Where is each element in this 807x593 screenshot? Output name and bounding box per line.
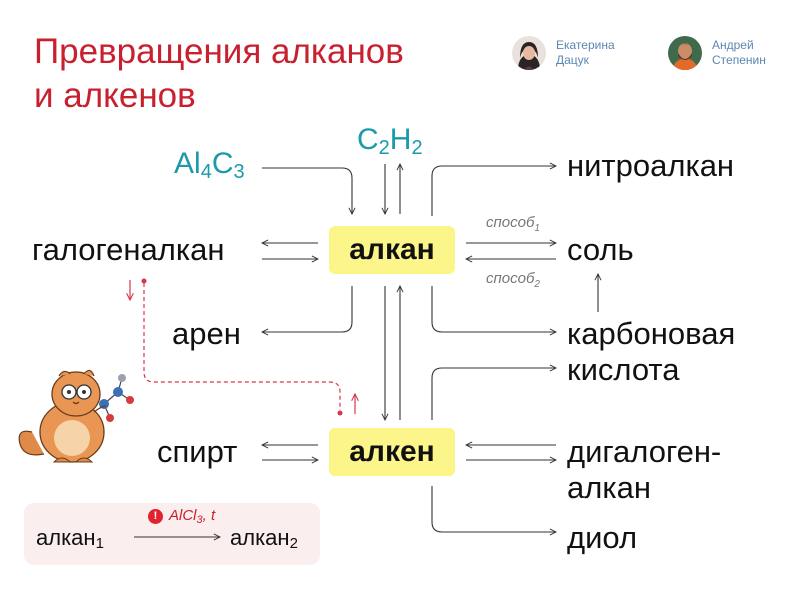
node-spirt: спирт [157,434,238,469]
page-title: Превращения алканов и алкенов [34,30,404,118]
arrow-alkan-to-nitro [431,166,556,216]
node-nitroalkan: нитроалкан [567,148,735,183]
arrow-al4c3-to-alkan [262,167,352,214]
node-digalogenalkan: дигалоген- алкан [567,434,722,505]
hamster-scientist-illustration [14,362,140,475]
arrow-alken-to-diol [431,486,556,532]
node-diol: диол [567,520,638,555]
node-alken: алкен [329,428,455,476]
legend-box: ! AlCl3, t алкан1 алкан2 [24,503,320,565]
title-line-2: и алкенов [34,76,196,115]
node-aren: арен [172,316,241,351]
dashed-arrow-halo-to-alken [143,283,341,410]
reaction-condition: ! AlCl3, t [148,507,215,526]
arrow-alkan-to-aren [262,286,353,332]
avatar-andrey [668,36,702,70]
dashed-arrow-start-dot [141,278,147,284]
method-2-label: способ2 [486,270,540,290]
warning-icon: ! [148,509,163,524]
formula-al4c3: Al4C3 [174,147,245,183]
formula-c2h2: C2H2 [357,123,423,159]
node-sol: соль [567,232,634,267]
author-andrey: Андрей Степенин [668,36,766,70]
node-galogenalkan: галогеналкан [32,232,225,267]
author-ekaterina: Екатерина Дацук [512,36,615,70]
arrow-alken-to-acid [431,368,556,420]
arrow-alkan-to-acid [431,286,556,332]
legend-alkan-2: алкан2 [230,525,298,552]
legend-arrow [134,503,320,565]
method-1-label: способ1 [486,214,540,234]
author-name: Андрей Степенин [712,38,766,67]
title-line-1: Превращения алканов [34,32,404,71]
avatar-ekaterina [512,36,546,70]
dashed-arrow-end-dot [337,410,343,416]
legend-alkan-1: алкан1 [36,525,104,552]
node-alkan: алкан [329,226,455,274]
author-name: Екатерина Дацук [556,38,615,67]
node-karbonovaya: карбоновая кислота [567,316,736,387]
